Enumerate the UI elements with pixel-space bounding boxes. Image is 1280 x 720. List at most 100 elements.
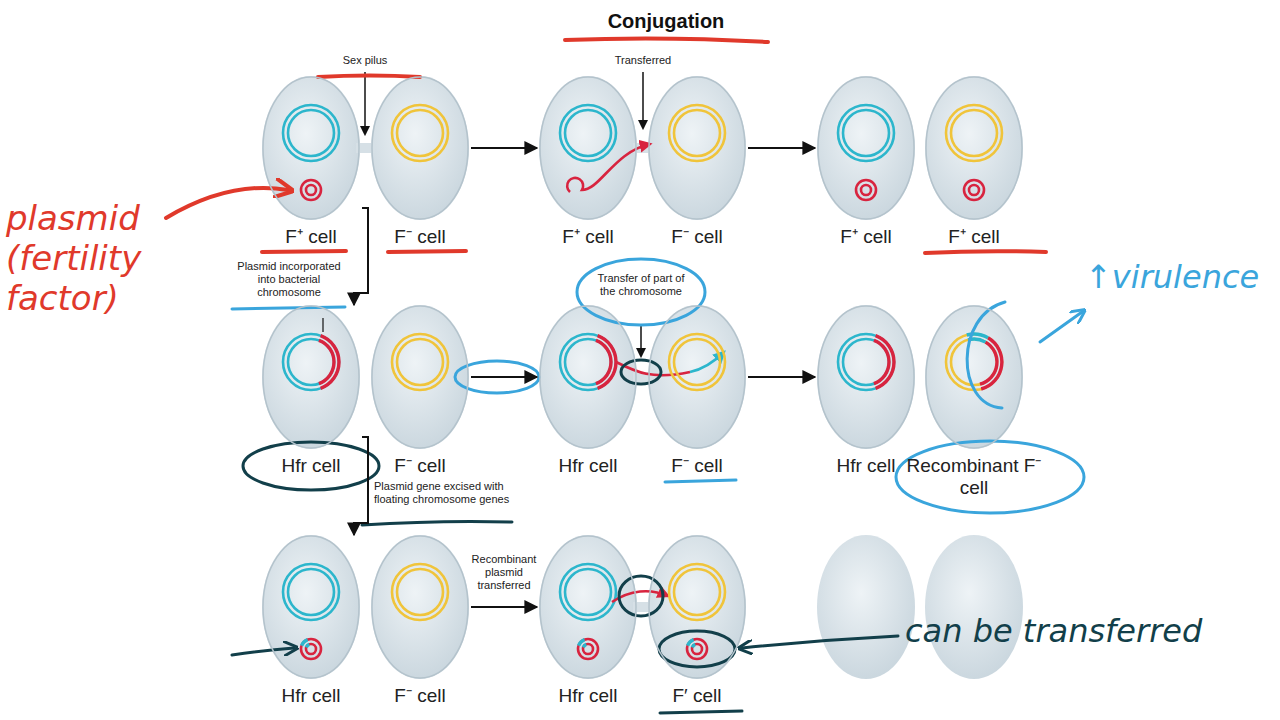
part-label: Transferred: [615, 54, 671, 67]
bacterial-cell-body: [371, 535, 469, 679]
process-arrow: [354, 437, 368, 535]
underline: [565, 38, 768, 42]
underline: [665, 480, 736, 482]
cell-membrane: [818, 306, 914, 448]
callout-label: Transfer of part of the chromosome: [592, 272, 690, 298]
cell-outline: [371, 76, 469, 220]
circle-mark: [967, 302, 1005, 408]
chromosome: [669, 334, 725, 390]
chromosome: [283, 564, 339, 620]
underline: [925, 251, 1046, 253]
cell-outline: [262, 76, 360, 220]
cell-outline: [648, 76, 746, 220]
plasmid: [964, 180, 984, 200]
circle-mark: [621, 360, 661, 384]
chromosome: [565, 339, 611, 385]
chromosome: [392, 564, 448, 620]
chromosome: [397, 110, 443, 156]
integrated-plasmid: [874, 340, 889, 383]
bacterial-cell: F⁺ cell: [815, 76, 917, 248]
cell-label: F⁺ cell: [923, 226, 1025, 248]
chromosome: [288, 339, 334, 385]
underline: [660, 711, 742, 713]
chromosome: [951, 110, 997, 156]
circle-mark: [619, 576, 663, 616]
cell-membrane: [926, 306, 1022, 448]
cell-membrane: [263, 536, 359, 678]
plasmid: [861, 185, 871, 195]
cell-label: F′ cell: [646, 685, 748, 707]
chromosome: [838, 334, 894, 390]
cell-label: F⁻ cell: [369, 455, 471, 477]
bacterial-cell-body: [371, 76, 469, 220]
circle-mark: [577, 259, 705, 325]
plasmid-chromosome-genes: [692, 644, 695, 647]
part-label: Sex pilus: [343, 54, 388, 67]
process-arrow: [748, 147, 815, 149]
process-arrow: [471, 376, 537, 378]
chromosome: [951, 339, 997, 385]
cell-label: F⁻ cell: [646, 455, 748, 477]
chromosome: [674, 569, 720, 615]
chromosome: [392, 105, 448, 161]
cell-label: F⁺ cell: [260, 226, 362, 248]
transferred-plasmid-strand: [567, 144, 650, 192]
plasmid: [301, 180, 321, 200]
cell-outline: [817, 76, 915, 220]
cell-membrane: [649, 536, 745, 678]
edge-label: Recombinant plasmid transferred: [468, 553, 540, 592]
pointer-arrow: [166, 188, 288, 218]
chromosome: [565, 569, 611, 615]
bacterial-cell-body: [262, 535, 360, 679]
plasmid: [306, 185, 316, 195]
plasmid: [578, 639, 598, 659]
handwritten-annotations: [166, 38, 1084, 713]
plasmid: [301, 639, 321, 659]
bacterial-cell: F⁻ cell: [646, 305, 748, 477]
handwritten-note: ↑virulence: [1085, 258, 1259, 296]
leader-line: [642, 72, 644, 128]
cell-outline: [539, 535, 637, 679]
process-arrow: [471, 606, 537, 608]
chromosome: [560, 105, 616, 161]
cell-outline: [262, 305, 360, 449]
chromosome: [560, 564, 616, 620]
cell-membrane: [372, 306, 468, 448]
cell-outline: [817, 305, 915, 449]
chromosome: [397, 339, 443, 385]
bacterial-cell: Hfr cell: [537, 305, 639, 477]
bacterial-cell-body: [925, 76, 1023, 220]
bacterial-cell: Hfr cell: [260, 535, 362, 707]
chromosome: [283, 334, 339, 390]
diagram-title: Conjugation: [608, 10, 725, 33]
process-arrow: [354, 208, 368, 305]
cell-outline: [262, 535, 360, 679]
cell-outline: [925, 76, 1023, 220]
bacterial-cell-body: [648, 305, 746, 449]
chromosome: [674, 339, 720, 385]
cell-label: F⁺ cell: [537, 226, 639, 248]
bacterial-cell-body: [262, 76, 360, 220]
chromosome: [288, 569, 334, 615]
cell-label: Recombinant F⁻ cell: [904, 455, 1044, 499]
chromosome: [397, 569, 443, 615]
integrated-plasmid: [596, 340, 611, 383]
bacterial-cell: Hfr cell: [537, 535, 639, 707]
handwritten-note: plasmid (fertility factor): [6, 198, 211, 318]
chromosome: [946, 105, 1002, 161]
cell-label: Hfr cell: [815, 455, 917, 477]
plasmid-chromosome-genes: [583, 644, 586, 647]
chromosome: [560, 334, 616, 390]
bacterial-cell-body: [539, 76, 637, 220]
process-arrow: [471, 147, 537, 149]
plasmid: [583, 644, 593, 654]
cell-membrane: [926, 77, 1022, 219]
chromosome: [843, 110, 889, 156]
bacterial-cell-body: [925, 535, 1023, 679]
bacterial-cell: Hfr cell: [260, 305, 362, 477]
cell-label: Hfr cell: [537, 455, 639, 477]
bacterial-cell: F⁻ cell: [646, 76, 748, 248]
cell-membrane: [263, 306, 359, 448]
edge-label: Plasmid gene excised with floating chrom…: [374, 480, 514, 506]
